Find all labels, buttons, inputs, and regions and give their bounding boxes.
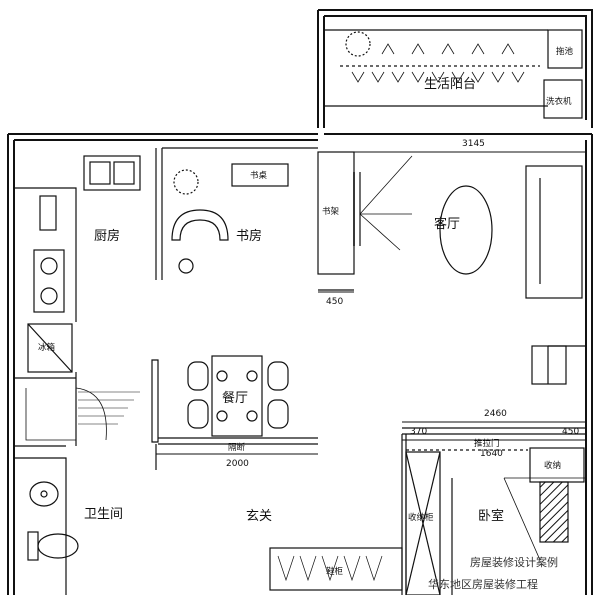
dim-bedroom: 2460 — [484, 409, 507, 419]
fridge-label: 冰箱 — [38, 342, 56, 353]
foyer-label: 玄关 — [246, 509, 272, 524]
toilet-bowl — [37, 533, 79, 559]
washer-label: 洗衣机 — [546, 96, 572, 107]
dining-table — [211, 355, 263, 437]
balcony-plant-icon — [345, 31, 371, 57]
outer-walls — [7, 9, 593, 595]
partition-label: 隔断 — [228, 442, 246, 453]
fridge-box — [27, 323, 73, 373]
balcony-label: 生活阳台 — [424, 77, 476, 92]
study-area — [162, 147, 318, 274]
dim-bookshelf: 450 — [326, 297, 343, 307]
mop-sink-label: 拖池 — [556, 46, 574, 57]
sliding-door-label: 推拉门 — [474, 438, 500, 449]
watermark-line2: 华东地区房屋装修工程 — [428, 577, 538, 591]
kitchen-label: 厨房 — [94, 228, 120, 244]
living-chair-icon — [531, 345, 567, 385]
dim-bedroom-left: 370 — [410, 427, 427, 437]
mop-sink-box — [547, 29, 583, 69]
dim-top-width: 3145 — [462, 139, 485, 149]
desk-box — [231, 163, 289, 187]
desk-label: 书桌 — [250, 170, 268, 181]
foyer-area — [155, 444, 403, 591]
bedroom-area — [401, 427, 587, 595]
dining-area — [151, 355, 318, 445]
stove-icon — [33, 249, 65, 313]
storage-cabinet-box — [405, 451, 441, 595]
watermark-line1: 房屋装修设计案例 — [470, 555, 558, 569]
living-area — [439, 165, 586, 385]
bed-icon — [503, 477, 587, 595]
dimension-lines — [156, 151, 586, 455]
coffee-table — [439, 185, 493, 275]
kitchen-area — [14, 148, 163, 373]
sofa-icon — [525, 165, 583, 299]
hanger-icon — [351, 43, 525, 83]
bookshelf-area — [317, 151, 413, 291]
bedroom-storage-label: 收纳 — [544, 460, 561, 471]
dim-sliding: 1640 — [480, 449, 503, 459]
study-chair-icon — [171, 209, 229, 241]
kitchen-sink-icon — [83, 155, 141, 191]
balcony-area — [324, 29, 583, 119]
shoe-cabinet-label: 鞋柜 — [326, 566, 344, 577]
dim-bedroom-right: 450 — [562, 427, 579, 437]
shoe-cabinet-box — [269, 547, 403, 591]
bathroom-area — [14, 372, 140, 595]
basin-icon — [29, 481, 59, 507]
dim-dining: 2000 — [226, 459, 249, 469]
toilet-tank — [27, 531, 39, 561]
bookshelf-label: 书架 — [322, 206, 340, 217]
storage-cabinet-label: 收纳柜 — [408, 512, 434, 523]
bedroom-label: 卧室 — [478, 508, 504, 524]
bathroom-label: 卫生间 — [84, 507, 123, 522]
washer-box — [543, 79, 583, 119]
dining-label: 餐厅 — [222, 390, 248, 406]
living-label: 客厅 — [434, 216, 460, 232]
study-plant-icon — [173, 169, 199, 195]
study-label: 书房 — [236, 228, 262, 244]
